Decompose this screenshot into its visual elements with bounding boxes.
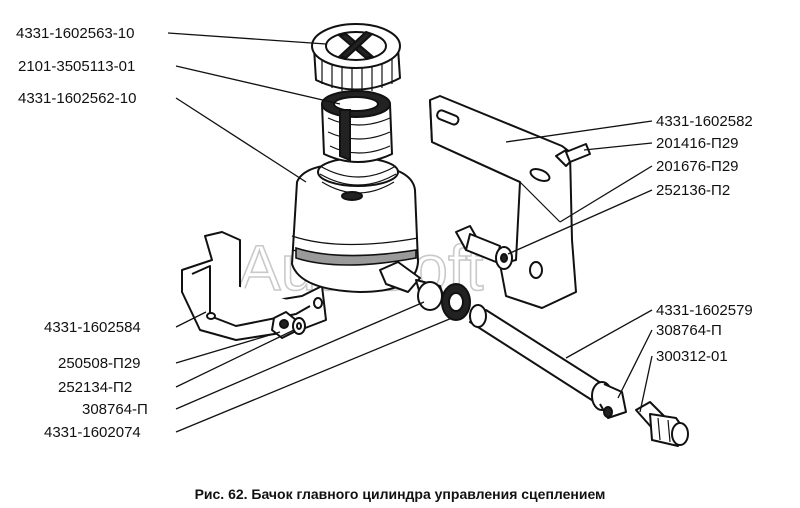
label-washer-right: 252136-П2 <box>656 182 730 199</box>
part-hose-clamp <box>591 381 627 419</box>
part-reservoir <box>291 157 421 293</box>
part-hose <box>469 304 613 405</box>
label-clamp-left: 308764-П <box>82 401 148 418</box>
label-reservoir: 4331-1602562-10 <box>18 90 136 107</box>
label-hose-fitting: 4331-1602074 <box>44 424 141 441</box>
label-nut: 250508-П29 <box>58 355 141 372</box>
label-hose: 4331-1602579 <box>656 302 753 319</box>
part-cap <box>311 23 401 92</box>
part-right-bracket <box>429 95 577 309</box>
part-bolt-right <box>455 225 513 270</box>
label-right-bracket: 4331-1602582 <box>656 113 753 130</box>
part-bolt-small <box>555 143 591 167</box>
label-bolt-right: 201676-П29 <box>656 158 739 175</box>
figure-caption: Рис. 62. Бачок главного цилиндра управле… <box>195 486 606 502</box>
part-hose-fitting <box>415 279 471 321</box>
part-filter <box>321 90 393 163</box>
label-end-fitting: 300312-01 <box>656 348 728 365</box>
label-clamp-right: 308764-П <box>656 322 722 339</box>
part-end-fitting <box>635 401 689 447</box>
leader-lines <box>167 32 653 433</box>
part-left-bracket <box>181 231 327 341</box>
label-left-bracket: 4331-1602584 <box>44 319 141 336</box>
label-bolt-small: 201416-П29 <box>656 135 739 152</box>
label-cap: 4331-1602563-10 <box>16 25 134 42</box>
label-washer: 252134-П2 <box>58 379 132 396</box>
label-filter: 2101-3505113-01 <box>18 58 135 75</box>
